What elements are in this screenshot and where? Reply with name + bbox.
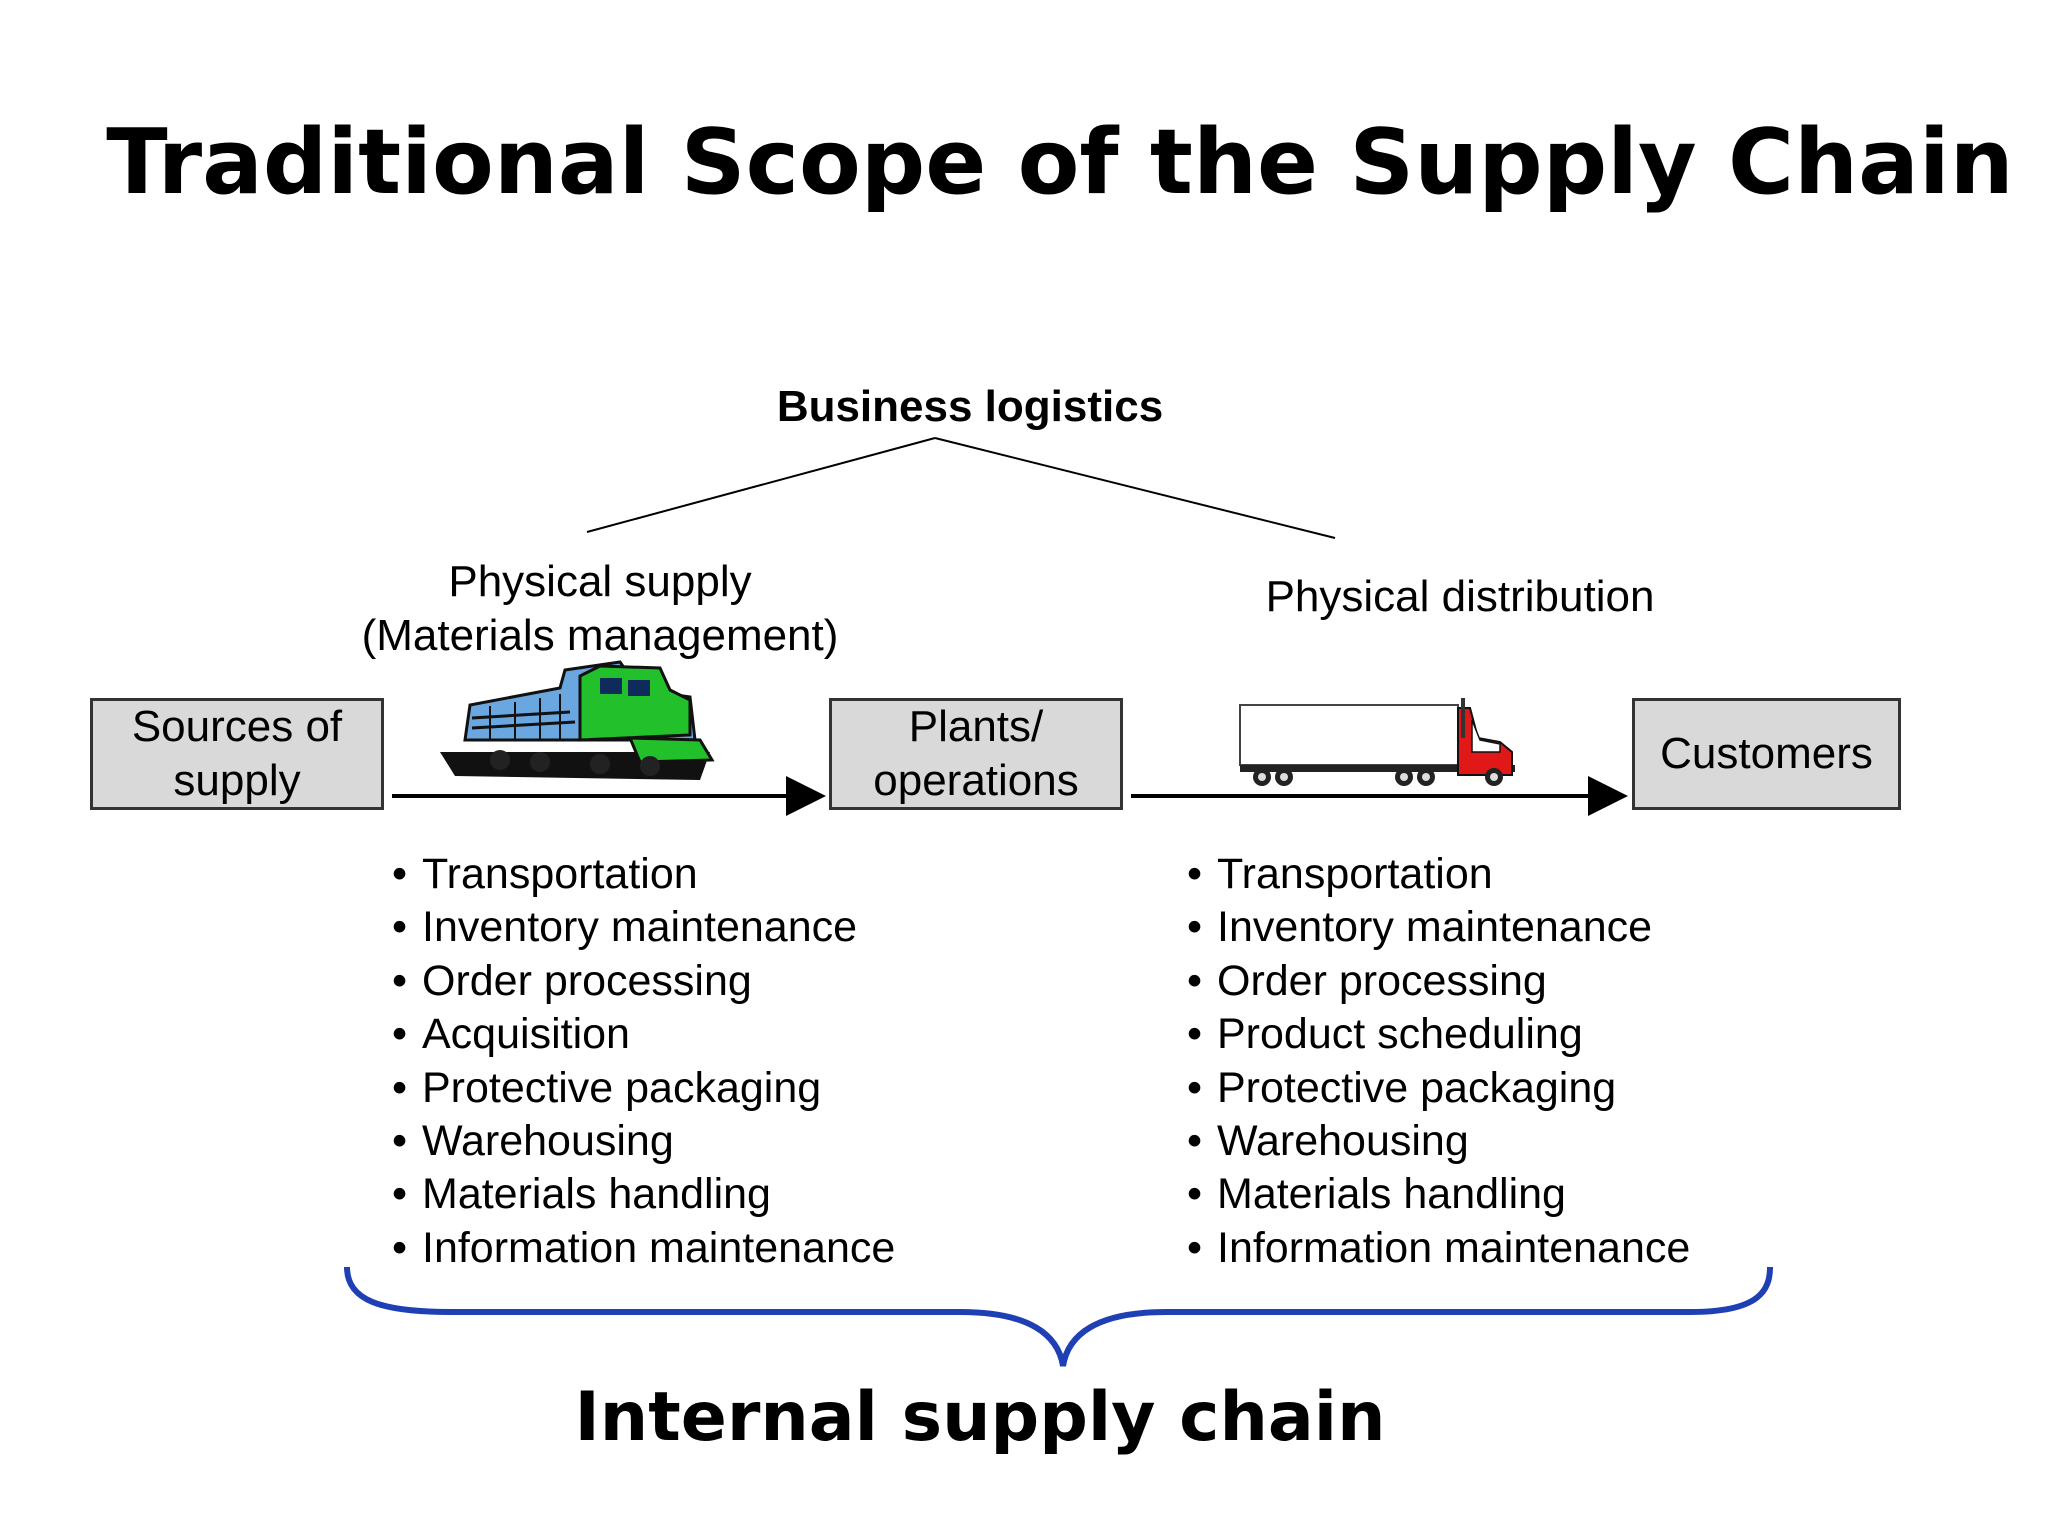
list-item: Information maintenance bbox=[392, 1222, 895, 1275]
page-title: Traditional Scope of the Supply Chain bbox=[106, 110, 2014, 215]
business-logistics-label: Business logistics bbox=[776, 382, 1164, 431]
internal-supply-chain-brace bbox=[344, 1266, 1773, 1367]
physical-supply-line1: Physical supply bbox=[448, 557, 752, 606]
list-item: Product scheduling bbox=[1187, 1008, 1690, 1061]
logistics-branch-right bbox=[934, 437, 1336, 539]
customers-node: Customers bbox=[1632, 698, 1901, 810]
physical-supply-activities: Transportation Inventory maintenance Ord… bbox=[392, 848, 895, 1275]
sources-line1: Sources of bbox=[131, 702, 343, 751]
list-item: Order processing bbox=[1187, 955, 1690, 1008]
physical-distribution-label: Physical distribution bbox=[1265, 572, 1655, 621]
list-item: Protective packaging bbox=[392, 1062, 895, 1115]
list-item: Acquisition bbox=[392, 1008, 895, 1061]
truck-icon bbox=[1239, 698, 1515, 786]
list-item: Materials handling bbox=[1187, 1168, 1690, 1221]
plants-line1: Plants/ bbox=[908, 702, 1044, 751]
physical-distribution-activities: Transportation Inventory maintenance Ord… bbox=[1187, 848, 1690, 1275]
plants-line2: operations bbox=[873, 756, 1079, 805]
list-item: Warehousing bbox=[1187, 1115, 1690, 1168]
list-item: Transportation bbox=[1187, 848, 1690, 901]
plants-operations-node: Plants/ operations bbox=[829, 698, 1123, 810]
list-item: Protective packaging bbox=[1187, 1062, 1690, 1115]
physical-supply-line2: (Materials management) bbox=[361, 611, 839, 660]
list-item: Warehousing bbox=[392, 1115, 895, 1168]
list-item: Inventory maintenance bbox=[392, 901, 895, 954]
list-item: Materials handling bbox=[392, 1168, 895, 1221]
sources-of-supply-node: Sources of supply bbox=[90, 698, 384, 810]
customers-label: Customers bbox=[1660, 729, 1873, 778]
list-item: Order processing bbox=[392, 955, 895, 1008]
sources-line2: supply bbox=[173, 756, 301, 805]
locomotive-icon bbox=[440, 660, 715, 780]
list-item: Transportation bbox=[392, 848, 895, 901]
list-item: Inventory maintenance bbox=[1187, 901, 1690, 954]
list-item: Information maintenance bbox=[1187, 1222, 1690, 1275]
logistics-branch-left bbox=[586, 437, 936, 533]
physical-supply-label: Physical supply (Materials management) bbox=[300, 555, 900, 663]
internal-supply-chain-label: Internal supply chain bbox=[574, 1378, 1386, 1457]
